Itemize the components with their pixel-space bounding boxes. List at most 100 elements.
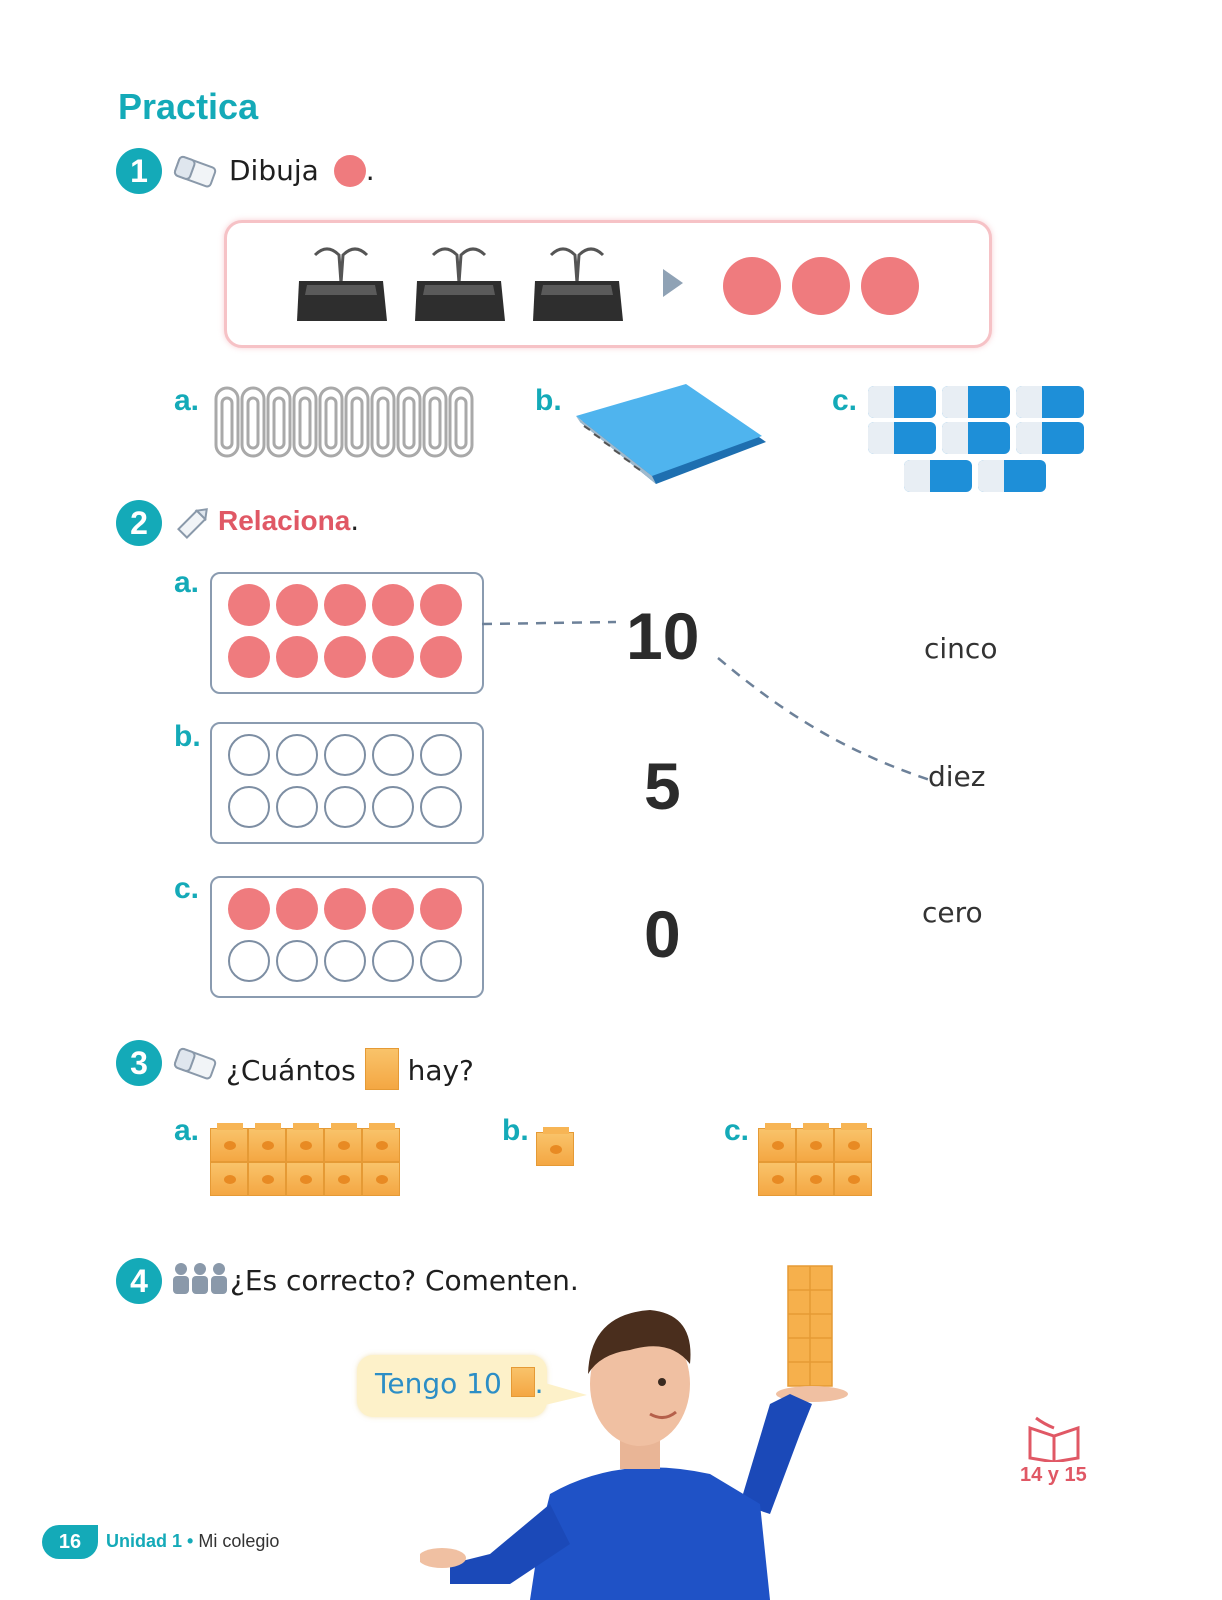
ten-frame-c — [210, 876, 484, 998]
item-a-label: a. — [174, 384, 200, 417]
frame-cell — [276, 940, 318, 982]
eraser-icon — [173, 1047, 217, 1080]
exercise-3-instruction: ¿Cuántos hay? — [226, 1048, 474, 1090]
word-cero: cero — [922, 896, 983, 929]
punct: . — [534, 1367, 544, 1400]
cube — [248, 1162, 286, 1196]
eraser-icon — [173, 155, 217, 188]
group-people-icon — [173, 1263, 227, 1294]
frame-cell — [324, 636, 366, 678]
notebook-image — [576, 384, 766, 484]
cube — [362, 1123, 400, 1162]
ten-frame-a — [210, 572, 484, 694]
cube — [362, 1162, 400, 1196]
cube — [324, 1162, 362, 1196]
number-0: 0 — [644, 897, 681, 971]
cube — [796, 1123, 834, 1162]
erasers-image — [868, 386, 1084, 492]
cube-tower — [787, 1265, 833, 1387]
number-10: 10 — [626, 599, 700, 673]
frame-cell — [372, 786, 414, 828]
instruction-text: Dibuja — [229, 154, 319, 187]
frame-cell — [372, 636, 414, 678]
frame-cell — [228, 636, 270, 678]
exercise-3-number: 3 — [116, 1040, 162, 1086]
cube-icon — [510, 1367, 535, 1397]
item-b-label: b. — [502, 1114, 529, 1147]
cube — [324, 1123, 362, 1162]
cube — [834, 1162, 872, 1196]
paper-clips-image — [214, 386, 474, 458]
speech-bubble: Tengo 10 . — [357, 1355, 587, 1417]
frame-cell — [372, 734, 414, 776]
cubes-group-c — [758, 1122, 878, 1202]
pink-dot-icon — [333, 155, 366, 187]
row-b-label: b. — [174, 720, 201, 753]
frame-cell — [420, 940, 462, 982]
frame-cell — [420, 888, 462, 930]
cube — [286, 1123, 324, 1162]
cubes-group-b — [536, 1122, 576, 1172]
item-c-label: c. — [724, 1114, 750, 1147]
exercise-1-instruction: Dibuja . — [229, 154, 375, 187]
frame-cell — [276, 636, 318, 678]
frame-cell — [420, 734, 462, 776]
exercise-2-number: 2 — [116, 500, 162, 546]
number-5: 5 — [644, 749, 681, 823]
exercise-2-instruction: Relaciona. — [218, 504, 359, 537]
frame-cell — [228, 786, 270, 828]
frame-cell — [276, 584, 318, 626]
word-cinco: cinco — [924, 632, 998, 665]
item-b-label: b. — [535, 384, 562, 417]
cube — [210, 1162, 248, 1196]
frame-cell — [276, 734, 318, 776]
drawn-dot — [792, 257, 850, 315]
speech-text: Tengo 10 — [375, 1367, 502, 1400]
cube — [210, 1123, 248, 1162]
ten-frame-b — [210, 722, 484, 844]
pencil-icon — [177, 508, 208, 539]
unit-name: Unidad 1 — [106, 1531, 183, 1551]
frame-cell — [420, 636, 462, 678]
frame-cell — [228, 734, 270, 776]
cube — [758, 1123, 796, 1162]
word-diez: diez — [928, 760, 986, 793]
punct: . — [365, 154, 375, 187]
frame-cell — [276, 786, 318, 828]
cubes-group-a — [210, 1122, 406, 1202]
unit-topic: Mi colegio — [198, 1531, 280, 1551]
frame-cell — [372, 940, 414, 982]
arrow-right-icon — [663, 269, 683, 297]
drawn-dot — [723, 257, 781, 315]
frame-cell — [372, 888, 414, 930]
section-title: Practica — [118, 86, 259, 127]
frame-cell — [228, 888, 270, 930]
frame-cell — [324, 786, 366, 828]
cube — [248, 1123, 286, 1162]
cube — [286, 1162, 324, 1196]
frame-cell — [324, 888, 366, 930]
exercise-4-instruction: ¿Es correcto? Comenten. — [230, 1264, 579, 1297]
row-a-label: a. — [174, 566, 200, 599]
frame-cell — [324, 940, 366, 982]
item-c-label: c. — [832, 384, 858, 417]
frame-cell — [420, 584, 462, 626]
binder-clips-image — [297, 247, 623, 321]
page-number: 16 — [42, 1525, 98, 1559]
cube — [796, 1162, 834, 1196]
cube — [758, 1162, 796, 1196]
book-icon — [1028, 1416, 1080, 1462]
instruction-text: hay? — [407, 1054, 474, 1087]
frame-cell — [276, 888, 318, 930]
frame-cell — [324, 734, 366, 776]
punct: . — [350, 504, 360, 537]
cube — [536, 1127, 574, 1166]
frame-cell — [228, 940, 270, 982]
speech-tail — [545, 1383, 587, 1405]
instruction-text: ¿Cuántos — [226, 1054, 356, 1087]
example-box — [224, 220, 992, 348]
connection-lines — [481, 620, 931, 782]
separator: • — [187, 1531, 194, 1551]
frame-cell — [420, 786, 462, 828]
exercise-4-number: 4 — [116, 1258, 162, 1304]
